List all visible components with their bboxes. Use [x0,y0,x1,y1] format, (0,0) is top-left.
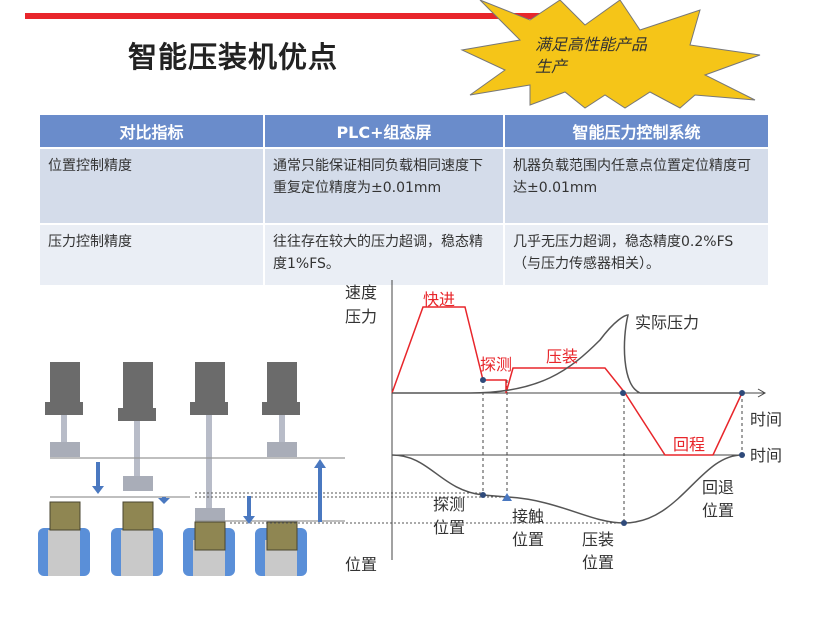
callout-line2: 生产 [535,57,569,76]
table-cell: 往往存在较大的压力超调，稳态精度1%FS。 [265,225,503,285]
phase-fast-advance: 快进 [423,290,455,309]
table-row: 压力控制精度 往往存在较大的压力超调，稳态精度1%FS。 几乎无压力超调，稳态精… [40,225,768,285]
column-header: 对比指标 [40,115,263,147]
phase-press: 压装 [546,347,578,366]
press-unit-2 [111,362,163,576]
page-title: 智能压装机优点 [128,40,339,74]
y-label-position: 位置 [345,555,377,574]
press-position-label: 压装 [582,530,614,549]
starburst-callout: 满足高性能产品 生产 [460,0,761,109]
phase-return: 回程 [673,435,705,454]
y-label-speed: 速度 [345,283,377,302]
probe-position-label-2: 位置 [433,518,465,537]
press-unit-1 [38,362,90,576]
time-label-1: 时间 [750,410,782,429]
speed-curve [391,306,743,456]
press-unit-3 [183,362,235,576]
table-row: 位置控制精度 通常只能保证相同负载相同速度下重复定位精度为±0.01mm 机器负… [40,149,768,223]
time-label-2: 时间 [750,446,782,465]
retract-position-label-2: 位置 [702,501,734,520]
y-label-pressure: 压力 [345,307,377,326]
motion-arrows [92,459,326,524]
actual-pressure-curve [392,314,742,394]
table-cell: 几乎无压力超调，稳态精度0.2%FS（与压力传感器相关）。 [505,225,768,285]
press-position-label-2: 位置 [582,553,614,572]
table-cell: 机器负载范围内任意点位置定位精度可达±0.01mm [505,149,768,223]
probe-position-label: 探测 [433,495,465,514]
table-cell: 位置控制精度 [40,149,263,223]
contact-position-label-2: 位置 [512,530,544,549]
header-red-bar [25,13,565,19]
column-header: PLC+组态屏 [265,115,503,147]
press-machines [38,362,624,576]
phase-probe: 探测 [480,355,512,374]
table-cell: 压力控制精度 [40,225,263,285]
timing-diagram: 速度 压力 位置 时间 时间 实际压力 快进 探测 压装 回程 探测 位置 接触… [345,280,782,574]
press-unit-4 [255,362,307,576]
starburst-shape [460,0,761,109]
table-header-row: 对比指标 PLC+组态屏 智能压力控制系统 [40,115,768,147]
contact-position-label: 接触 [512,507,544,526]
position-curve [391,454,743,524]
callout-line1: 满足高性能产品 [535,35,648,54]
actual-pressure-label: 实际压力 [635,313,699,332]
table-cell: 通常只能保证相同负载相同速度下重复定位精度为±0.01mm [265,149,503,223]
retract-position-label: 回退 [702,478,734,497]
column-header: 智能压力控制系统 [505,115,768,147]
comparison-table: 对比指标 PLC+组态屏 智能压力控制系统 位置控制精度 通常只能保证相同负载相… [38,113,770,287]
